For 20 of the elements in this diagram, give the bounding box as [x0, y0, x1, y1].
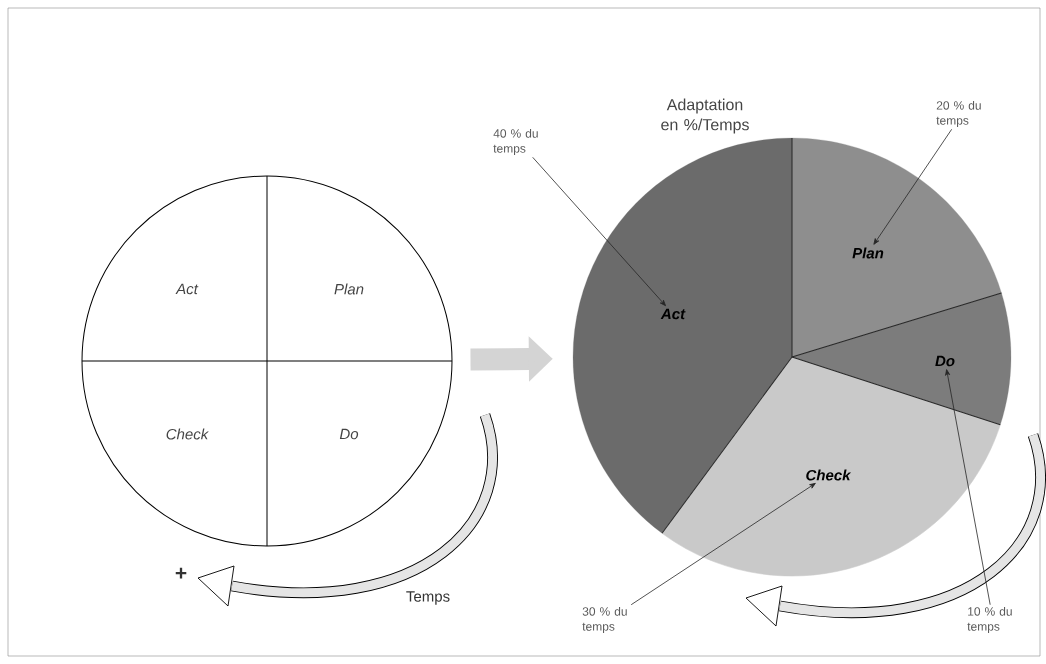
percentage-label: 20 % du temps [936, 100, 981, 128]
quadrant-label: Act [175, 283, 199, 295]
percentage-label: 30 % du temps [582, 606, 627, 634]
pie-slice: Plan [792, 138, 1002, 357]
plus-sign: + [175, 567, 187, 579]
percentage-label: 40 % du temps [493, 128, 538, 156]
chart-title: Adaptation en %/Temps [661, 98, 749, 134]
leader-arrow [630, 482, 816, 606]
leader-arrow [945, 369, 991, 606]
quadrant-circle [81, 175, 453, 547]
quadrant-label: Plan [334, 283, 364, 295]
leader-arrow [873, 128, 953, 245]
quadrant-label: Do [339, 428, 359, 440]
percentage-label: 10 % du temps [967, 606, 1012, 634]
pie-slice: Do [792, 292, 1011, 425]
pie-slice: Act [573, 138, 792, 534]
quadrant-label: Check [166, 428, 209, 440]
time-label: Temps [406, 591, 450, 605]
pie-chart [572, 137, 1012, 577]
leader-arrow [532, 156, 666, 307]
